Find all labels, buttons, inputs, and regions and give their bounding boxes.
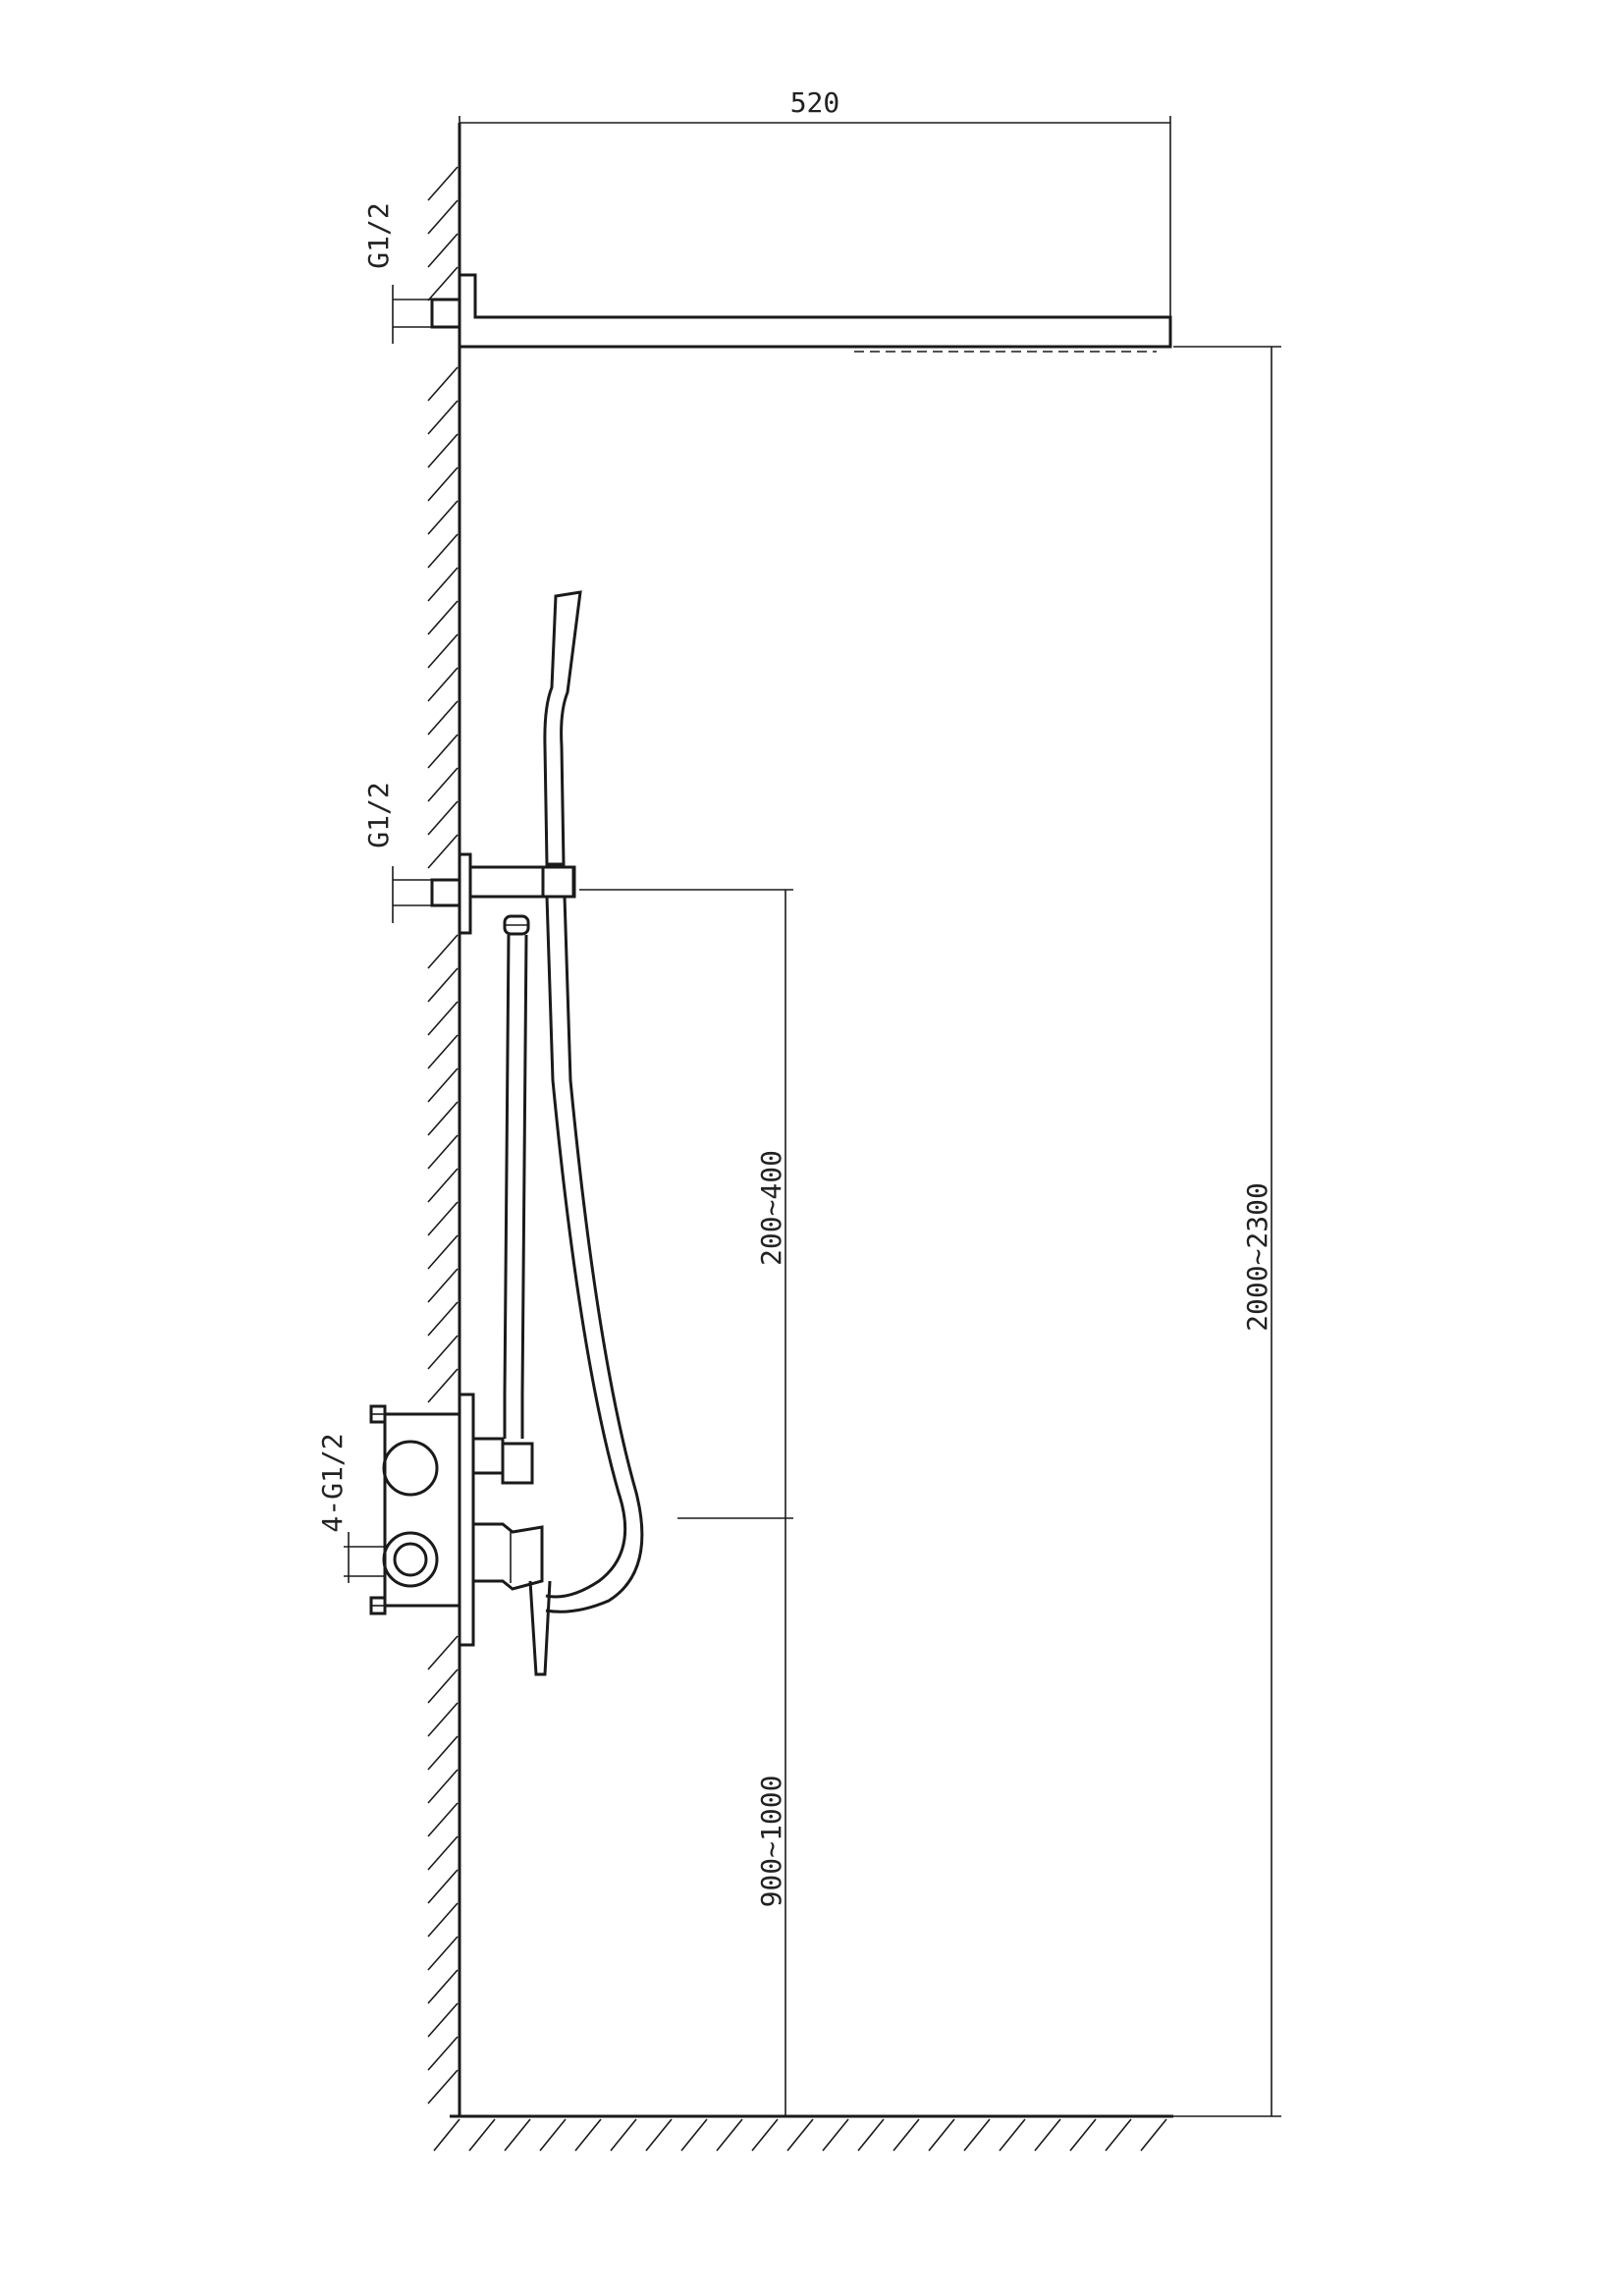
floor-hatch-line (963, 2118, 991, 2152)
width-dimension: 520 (459, 86, 1171, 339)
wall-hatch-line (427, 1835, 459, 1871)
floor-hatch-line (1140, 2118, 1167, 2152)
wall-hatch-line (427, 934, 459, 969)
handshower-height-dimension: 200~400 (579, 889, 793, 1519)
wall-hatch-line (427, 166, 459, 201)
wall-hatch-line (427, 734, 459, 769)
floor-hatch-line (822, 2118, 849, 2152)
floor-hatch-line (504, 2118, 531, 2152)
wall-hatch-line (427, 1234, 459, 1270)
wall-hatch-line (427, 1201, 459, 1236)
wall-hatch-line (427, 2069, 459, 2105)
wall-hatch-line (427, 1969, 459, 2004)
floor-hatch-line (468, 2118, 496, 2152)
wall-hatch-line (427, 1001, 459, 1036)
floor-hatch-line (999, 2118, 1026, 2152)
wall-hatch-line (427, 1335, 459, 1370)
overall-height-label: 2000~2300 (1241, 1182, 1273, 1332)
wall-hatch-line (427, 2002, 459, 2038)
wall-hatch-line (427, 1936, 459, 1971)
wall-hatch-line (427, 800, 459, 836)
wall-hatch-line (427, 700, 459, 736)
wall-hatch-line (427, 967, 459, 1003)
floor-hatch-line (751, 2118, 779, 2152)
mixer-height-label: 900~1000 (755, 1776, 787, 1908)
wall-hatch-line (427, 366, 459, 402)
wall-hatch-line (427, 1067, 459, 1103)
handshower-height-label: 200~400 (755, 1150, 787, 1266)
wall-hatch-line (427, 1902, 459, 1938)
floor-hatch-line (574, 2118, 602, 2152)
wall-hatch-line (427, 1368, 459, 1403)
wall-hatch-line (427, 1134, 459, 1170)
wall-bracket (430, 852, 576, 936)
wall-hatch-line (427, 1735, 459, 1771)
wall-hatch-line (427, 500, 459, 535)
floor-hatch-line (1069, 2118, 1097, 2152)
wall-hatch-line (427, 767, 459, 802)
wall-hatch-line (427, 834, 459, 869)
wall-hatch-line (427, 433, 459, 468)
wall-hatch-line (427, 1769, 459, 1804)
wall-hatching (427, 166, 459, 2105)
mixer-height-dimension: 900~1000 (755, 1518, 787, 2116)
floor-hatch-line (857, 2118, 885, 2152)
top-inlet-label: G1/2 (362, 202, 395, 268)
valve-inlets-dimension: 4-G1/2 (316, 1433, 385, 1583)
wall-hatch-line (427, 199, 459, 235)
floor-hatch-line (645, 2118, 673, 2152)
shower-arm (430, 273, 1172, 353)
hand-shower (543, 590, 582, 866)
middle-inlet-label: G1/2 (362, 782, 395, 847)
wall-hatch-line (427, 600, 459, 635)
wall-hatch-line (427, 1301, 459, 1337)
middle-inlet-dimension: G1/2 (362, 782, 432, 923)
wall-hatch-line (427, 1101, 459, 1136)
wall-hatch-line (427, 1702, 459, 1737)
wall-hatch-line (427, 1268, 459, 1303)
floor-hatch-line (1105, 2118, 1132, 2152)
wall-hatch-line (427, 1802, 459, 1837)
wall-hatch-line (427, 466, 459, 502)
wall-hatch-line (427, 1668, 459, 1704)
wall-hatch-line (427, 567, 459, 602)
wall-hatch-line (427, 533, 459, 569)
top-inlet-dimension: G1/2 (362, 202, 432, 344)
valve-inlets-label: 4-G1/2 (316, 1433, 349, 1532)
shower-hoses (503, 896, 644, 1613)
wall-hatch-line (427, 1168, 459, 1203)
wall-hatch-line (427, 1635, 459, 1670)
floor-hatch-line (1034, 2118, 1061, 2152)
floor-hatch-line (610, 2118, 637, 2152)
floor-hatch-line (680, 2118, 708, 2152)
wall-hatch-line (427, 266, 459, 301)
wall-hatch-line (427, 2036, 459, 2071)
wall-hatch-line (427, 400, 459, 435)
wall-hatch-line (427, 233, 459, 268)
floor-hatch-line (928, 2118, 955, 2152)
wall-hatch-line (427, 1869, 459, 1904)
floor-hatch-line (539, 2118, 567, 2152)
floor-hatch-line (433, 2118, 460, 2152)
width-dimension-label: 520 (790, 86, 840, 119)
floor-hatch-line (786, 2118, 814, 2152)
overall-height-dimension: 2000~2300 (1173, 346, 1281, 2117)
wall-hatch-line (427, 633, 459, 669)
concealed-valve (369, 1393, 552, 1676)
wall-hatch-line (427, 1034, 459, 1069)
floor-hatching (433, 2118, 1167, 2152)
wall-hatch-line (427, 667, 459, 702)
floor-hatch-line (893, 2118, 920, 2152)
floor-hatch-line (716, 2118, 743, 2152)
